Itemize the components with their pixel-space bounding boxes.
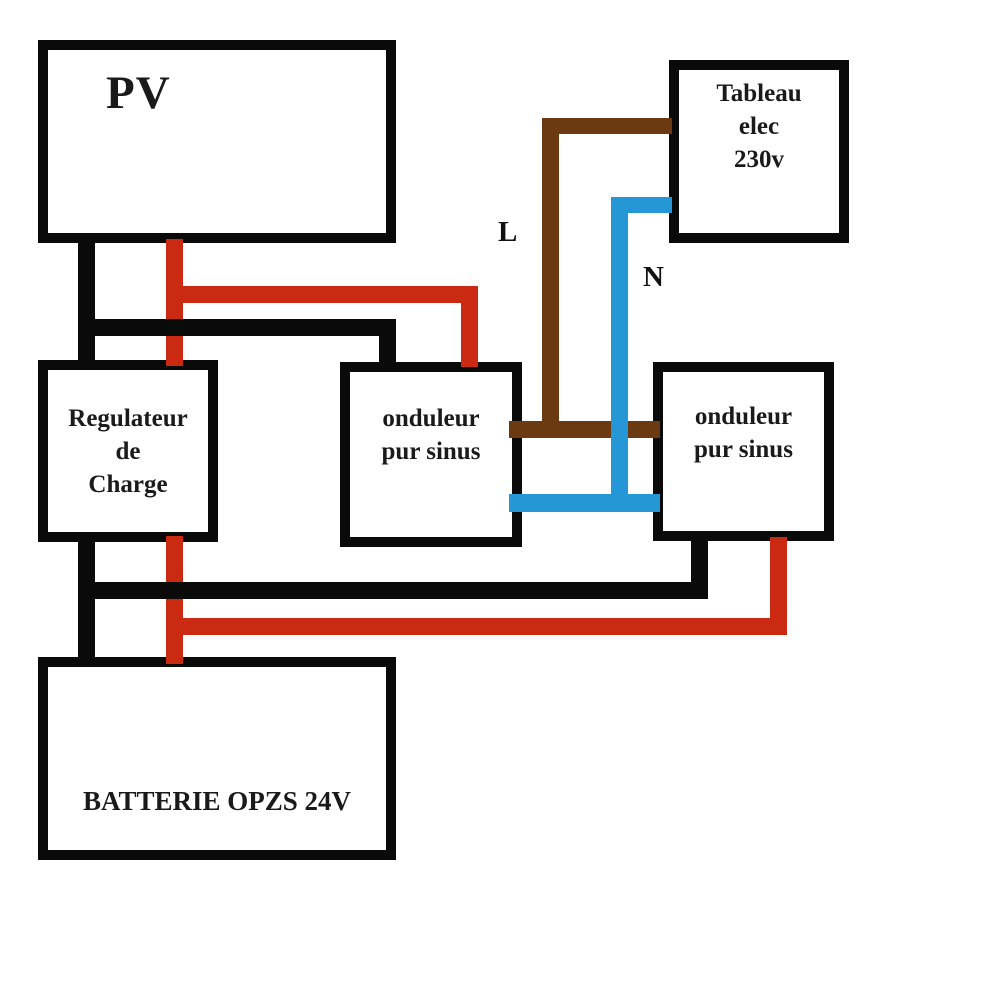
wire-negative-branch-to-inverter xyxy=(379,319,396,367)
battery-box: BATTERIE OPZS 24V xyxy=(38,657,396,860)
wire-positive-branch-to-inverter xyxy=(461,286,478,367)
charge-regulator-label: Regulateur de Charge xyxy=(68,402,187,501)
wire-positive-branch-horizontal xyxy=(166,286,478,303)
electrical-panel-label-line3: 230v xyxy=(734,146,784,173)
pv-panel-box: PV xyxy=(38,40,396,243)
wire-regulator-battery-negative xyxy=(78,536,95,664)
wire-live-to-panel-horizontal xyxy=(542,118,672,134)
wire-inverter2-positive-vertical xyxy=(770,537,787,635)
inverter-left-label-line1: onduleur xyxy=(382,404,480,432)
electrical-panel-label-line2: elec xyxy=(738,113,780,140)
inverter-right-label-line1: onduleur xyxy=(694,402,793,430)
wire-positive-bottom-bus xyxy=(166,618,787,635)
charge-regulator-label-line1: Regulateur xyxy=(68,404,188,432)
electrical-panel-box: Tableau elec 230v xyxy=(669,60,849,243)
inverter-right-label-line2: pur sinus xyxy=(694,435,793,463)
live-wire-label: L xyxy=(498,216,518,248)
wire-negative-bottom-bus xyxy=(78,582,708,599)
inverter-right-box: onduleur pur sinus xyxy=(653,362,834,541)
wire-live-vertical xyxy=(542,118,559,438)
charge-regulator-label-line3: Charge xyxy=(88,470,168,498)
wire-pv-negative-vertical xyxy=(78,239,95,366)
wire-negative-branch-horizontal xyxy=(78,319,396,336)
charge-regulator-label-line2: de xyxy=(115,437,141,465)
pv-panel-label: PV xyxy=(106,67,171,119)
electrical-panel-label-line1: Tableau xyxy=(716,80,802,107)
charge-regulator-box: Regulateur de Charge xyxy=(38,360,218,542)
wire-neutral-vertical xyxy=(611,197,628,512)
neutral-wire-label: N xyxy=(643,261,664,293)
wire-inverter2-negative-vertical xyxy=(691,537,708,599)
wire-neutral-to-panel-horizontal xyxy=(611,197,672,213)
inverter-left-box: onduleur pur sinus xyxy=(340,362,522,547)
inverter-left-label: onduleur pur sinus xyxy=(382,402,481,468)
inverter-right-label: onduleur pur sinus xyxy=(694,400,793,466)
battery-label: BATTERIE OPZS 24V xyxy=(82,786,352,816)
wire-neutral-between-inverters xyxy=(509,494,660,512)
wire-regulator-battery-positive xyxy=(166,536,183,664)
wire-live-between-inverters xyxy=(509,421,660,438)
inverter-left-label-line2: pur sinus xyxy=(381,437,481,465)
electrical-panel-label: Tableau elec 230v xyxy=(679,70,839,176)
